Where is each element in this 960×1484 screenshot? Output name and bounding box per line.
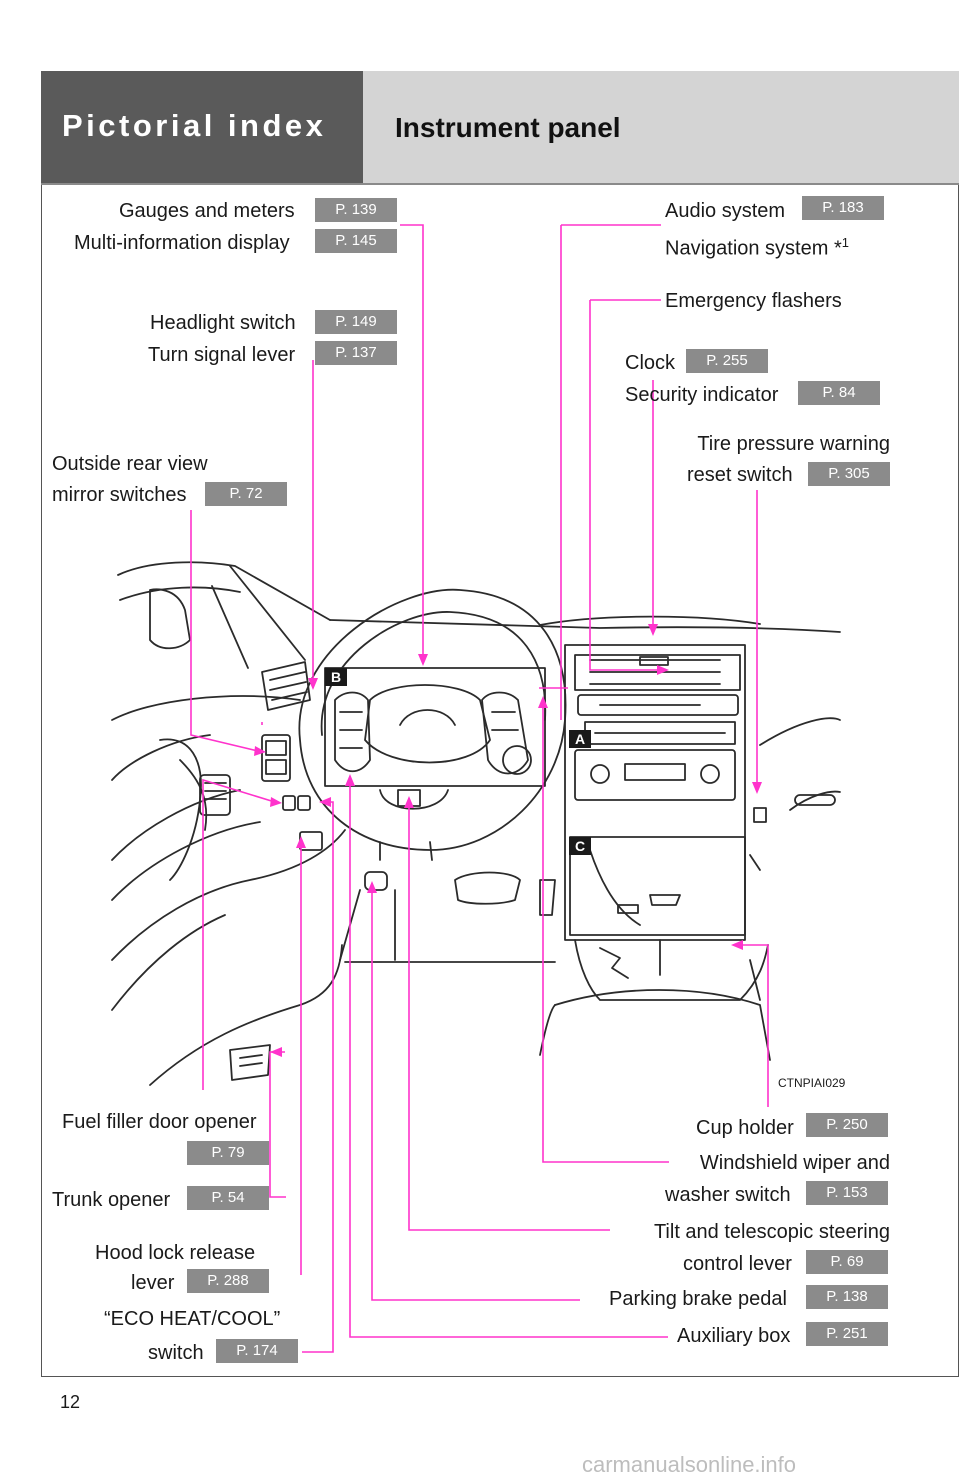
audio-page-tag: P. 183 (802, 196, 884, 220)
marker-a-label: A (575, 731, 585, 747)
mirror-page-tag: P. 72 (205, 482, 287, 506)
security-page-tag: P. 84 (798, 381, 880, 405)
headlight-page-tag: P. 149 (315, 310, 397, 334)
eco-page-tag: P. 174 (216, 1339, 298, 1363)
tire-label-line1: Tire pressure warning (697, 433, 890, 455)
mirror-label-line2: mirror switches (52, 484, 187, 506)
trunk-label: Trunk opener (52, 1189, 171, 1211)
parking-label: Parking brake pedal (609, 1288, 787, 1310)
marker-a: A (569, 730, 591, 748)
headlight-label: Headlight switch (150, 312, 296, 334)
navigation-label-text: Navigation system * (665, 237, 842, 260)
turn-signal-label: Turn signal lever (148, 344, 296, 366)
dashboard-drawing (111, 561, 841, 1086)
eco-label-line2: switch (148, 1342, 204, 1364)
flashers-label: Emergency flashers (665, 290, 842, 312)
cup-label: Cup holder (696, 1117, 794, 1139)
turn-signal-page-tag: P. 137 (315, 341, 397, 365)
marker-c: C (569, 837, 591, 855)
navigation-footnote: 1 (841, 235, 849, 250)
fuel-label: Fuel filler door opener (62, 1111, 257, 1133)
leader-arrowheads (254, 624, 762, 1057)
trunk-page-tag: P. 54 (187, 1186, 269, 1210)
multi-info-label: Multi-information display (74, 232, 290, 254)
page-number: 12 (60, 1392, 81, 1412)
marker-b-label: B (331, 669, 341, 685)
clock-page-tag: P. 255 (686, 349, 768, 373)
marker-b: B (325, 668, 347, 686)
gauges-label: Gauges and meters (119, 200, 295, 222)
header-light-band (363, 71, 959, 183)
wiper-page-tag: P. 153 (806, 1181, 888, 1205)
tilt-page-tag: P. 69 (806, 1250, 888, 1274)
cup-page-tag: P. 250 (806, 1113, 888, 1137)
security-label: Security indicator (625, 384, 779, 406)
hood-label-line2: lever (131, 1272, 175, 1294)
hood-page-tag: P. 288 (187, 1269, 269, 1293)
fuel-page-tag: P. 79 (187, 1141, 269, 1165)
navigation-label: Navigation system *1 (665, 231, 849, 261)
hood-label-line1: Hood lock release (95, 1242, 256, 1264)
aux-page-tag: P. 251 (806, 1322, 888, 1346)
section-title: Pictorial index (62, 108, 327, 143)
clock-label: Clock (625, 352, 676, 374)
header-dark-band (41, 71, 363, 183)
wiper-label-line2: washer switch (665, 1184, 791, 1206)
aux-label: Auxiliary box (677, 1325, 791, 1347)
figure-code: CTNPIAI029 (778, 1076, 846, 1090)
mirror-label-line1: Outside rear view (52, 453, 208, 475)
tilt-label-line2: control lever (683, 1253, 792, 1275)
header-rule (41, 183, 959, 185)
multi-info-page-tag: P. 145 (315, 229, 397, 253)
leader-lines (190, 224, 769, 1353)
wiper-label-line1: Windshield wiper and (699, 1152, 890, 1174)
parking-page-tag: P. 138 (806, 1285, 888, 1309)
eco-label-line1: “ECO HEAT/COOL” (104, 1308, 281, 1330)
tire-page-tag: P. 305 (808, 462, 890, 486)
watermark: carmanualsonline.info (582, 1452, 797, 1477)
tilt-label-line1: Tilt and telescopic steering (653, 1221, 890, 1243)
marker-c-label: C (575, 838, 585, 854)
gauges-page-tag: P. 139 (315, 198, 397, 222)
tire-label-line2: reset switch (687, 464, 793, 486)
audio-label: Audio system (665, 200, 786, 222)
subsection-title: Instrument panel (395, 112, 621, 143)
